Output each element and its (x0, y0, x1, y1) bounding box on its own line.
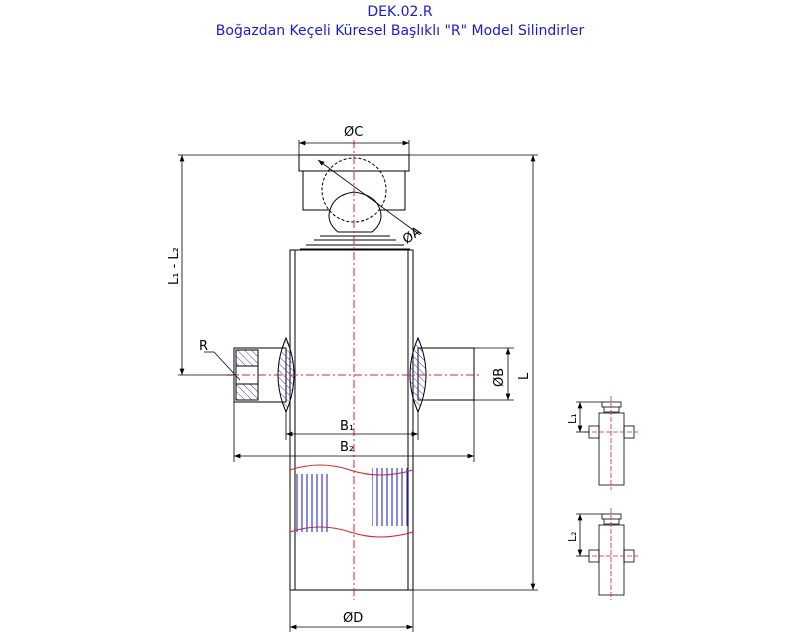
center-lines (226, 140, 482, 600)
dim-b-label: ØB (492, 368, 507, 387)
dim-b1-label: B₁ (340, 419, 354, 434)
dim-l1-label: L₁ (566, 413, 579, 424)
drawing-title: Boğazdan Keçeli Küresel Başlıklı "R" Mod… (215, 23, 585, 39)
body-hatch (295, 468, 408, 532)
dim-b2-label: B₂ (340, 440, 354, 455)
mini-view-l2 (576, 508, 638, 600)
dim-l-label: L (517, 372, 532, 380)
dim-a-label: ØA (400, 224, 424, 247)
dim-r-label: R (199, 339, 208, 354)
dimension-lines (178, 140, 538, 632)
drawing-code: DEK.02.R (367, 4, 433, 20)
mini-view-l1 (576, 396, 638, 490)
dim-c-label: ØC (344, 125, 363, 140)
head-cap (298, 154, 410, 250)
dim-l1l2-label: L₁ - L₂ (167, 247, 182, 285)
dim-l2-label: L₂ (566, 531, 579, 542)
dim-d-label: ØD (343, 611, 363, 626)
